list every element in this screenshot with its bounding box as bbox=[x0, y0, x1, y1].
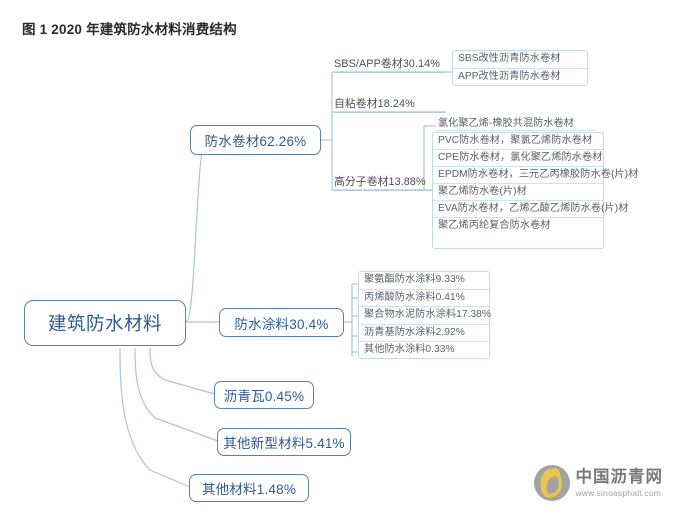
leaf-item[interactable]: 沥青基防水涂料2.92% bbox=[359, 325, 489, 342]
logo-site-name: 中国沥青网 bbox=[575, 468, 663, 486]
leaf-item[interactable]: PVC防水卷材，聚氯乙烯防水卷材 bbox=[433, 133, 603, 150]
branch-node-waterproof-coating[interactable]: 防水涂料30.4% bbox=[219, 308, 344, 337]
subbranch-label: SBS/APP卷材30.14% bbox=[334, 58, 440, 70]
leaf-item[interactable]: EVA防水卷材，乙烯乙酸乙烯防水卷(片)材 bbox=[433, 201, 628, 218]
branch-label: 其他新型材料5.41% bbox=[223, 436, 345, 451]
leaf-label: 聚氨酯防水涂料9.33% bbox=[364, 274, 465, 286]
leaf-item[interactable]: 聚乙烯防水卷(片)材 bbox=[433, 184, 603, 201]
leaf-label: EVA防水卷材，乙烯乙酸乙烯防水卷(片)材 bbox=[438, 202, 629, 214]
branch-label: 沥青瓦0.45% bbox=[223, 389, 305, 404]
root-node-label: 建筑防水材料 bbox=[47, 313, 162, 334]
leaf-item[interactable]: EPDM防水卷材，三元乙丙橡胶防水卷(片)材 bbox=[433, 167, 638, 184]
leaf-label: 沥青基防水涂料2.92% bbox=[364, 326, 465, 338]
subbranch-label: 高分子卷材13.88% bbox=[334, 176, 426, 188]
subbranch-sbs-app-membrane[interactable]: SBS/APP卷材30.14% bbox=[334, 58, 446, 73]
subbranch-polymer-membrane[interactable]: 高分子卷材13.88% bbox=[334, 176, 446, 191]
leaf-item[interactable]: CPE防水卷材，氯化聚乙烯防水卷材 bbox=[433, 150, 603, 167]
leaf-label: CPE防水卷材，氯化聚乙烯防水卷材 bbox=[438, 151, 603, 163]
logo-site-url: www.sinoasphalt.com bbox=[575, 487, 662, 498]
root-node[interactable]: 建筑防水材料 bbox=[24, 300, 186, 346]
branch-label: 其他材料1.48% bbox=[201, 482, 297, 497]
sinoasphalt-logo-icon bbox=[533, 465, 570, 501]
branch-node-asphalt-shingle[interactable]: 沥青瓦0.45% bbox=[214, 381, 314, 409]
leaf-label: 聚乙烯防水卷(片)材 bbox=[438, 185, 527, 197]
branch-label: 防水卷材62.26% bbox=[204, 134, 307, 149]
leaf-label: 聚合物水泥防水涂料17.38% bbox=[364, 309, 491, 321]
branch-node-other-materials[interactable]: 其他材料1.48% bbox=[189, 474, 309, 502]
leaf-group-sbs-app: SBS改性沥青防水卷材 APP改性沥青防水卷材 bbox=[452, 50, 588, 86]
leaf-group-waterproof-coating: 聚氨酯防水涂料9.33% 丙烯酸防水涂料0.41% 聚合物水泥防水涂料17.38… bbox=[358, 271, 491, 359]
figure-title: 图 1 2020 年建筑防水材料消费结构 bbox=[22, 22, 237, 37]
leaf-label: EPDM防水卷材，三元乙丙橡胶防水卷(片)材 bbox=[438, 168, 639, 180]
leaf-label: 聚乙烯丙纶复合防水卷材 bbox=[438, 220, 551, 232]
logo-text-block: 中国沥青网 www.sinoasphalt.com bbox=[576, 469, 664, 497]
leaf-label: 丙烯酸防水涂料0.41% bbox=[364, 291, 465, 303]
branch-label: 防水涂料30.4% bbox=[234, 316, 329, 332]
leaf-label: 氯化聚乙烯-橡胶共混防水卷材 bbox=[438, 118, 574, 129]
leaf-item[interactable]: 聚合物水泥防水涂料17.38% bbox=[359, 307, 491, 325]
leaf-label: 其他防水涂料0.33% bbox=[364, 344, 455, 356]
leaf-item[interactable]: 其他防水涂料0.33% bbox=[359, 342, 489, 359]
leaf-item-cpe-rubber-blend[interactable]: 氯化聚乙烯-橡胶共混防水卷材 bbox=[436, 116, 596, 131]
leaf-label: PVC防水卷材，聚氯乙烯防水卷材 bbox=[438, 134, 593, 146]
leaf-item[interactable]: APP改性沥青防水卷材 bbox=[453, 69, 587, 86]
subbranch-self-adhesive-membrane[interactable]: 自粘卷材18.24% bbox=[334, 98, 446, 113]
leaf-item[interactable]: 聚氨酯防水涂料9.33% bbox=[359, 272, 489, 290]
leaf-item[interactable]: 丙烯酸防水涂料0.41% bbox=[359, 290, 489, 307]
subbranch-label: 自粘卷材18.24% bbox=[334, 98, 415, 110]
leaf-item[interactable]: 聚乙烯丙纶复合防水卷材 bbox=[433, 218, 603, 235]
leaf-label: SBS改性沥青防水卷材 bbox=[458, 53, 561, 65]
leaf-group-polymer-membrane: PVC防水卷材，聚氯乙烯防水卷材 CPE防水卷材，氯化聚乙烯防水卷材 EPDM防… bbox=[432, 132, 638, 249]
leaf-item[interactable]: SBS改性沥青防水卷材 bbox=[453, 51, 587, 69]
watermark-logo: 中国沥青网 www.sinoasphalt.com bbox=[533, 465, 664, 501]
branch-node-other-new-materials[interactable]: 其他新型材料5.41% bbox=[217, 428, 351, 456]
branch-node-waterproof-membrane[interactable]: 防水卷材62.26% bbox=[190, 125, 321, 155]
leaf-label: APP改性沥青防水卷材 bbox=[458, 71, 561, 83]
